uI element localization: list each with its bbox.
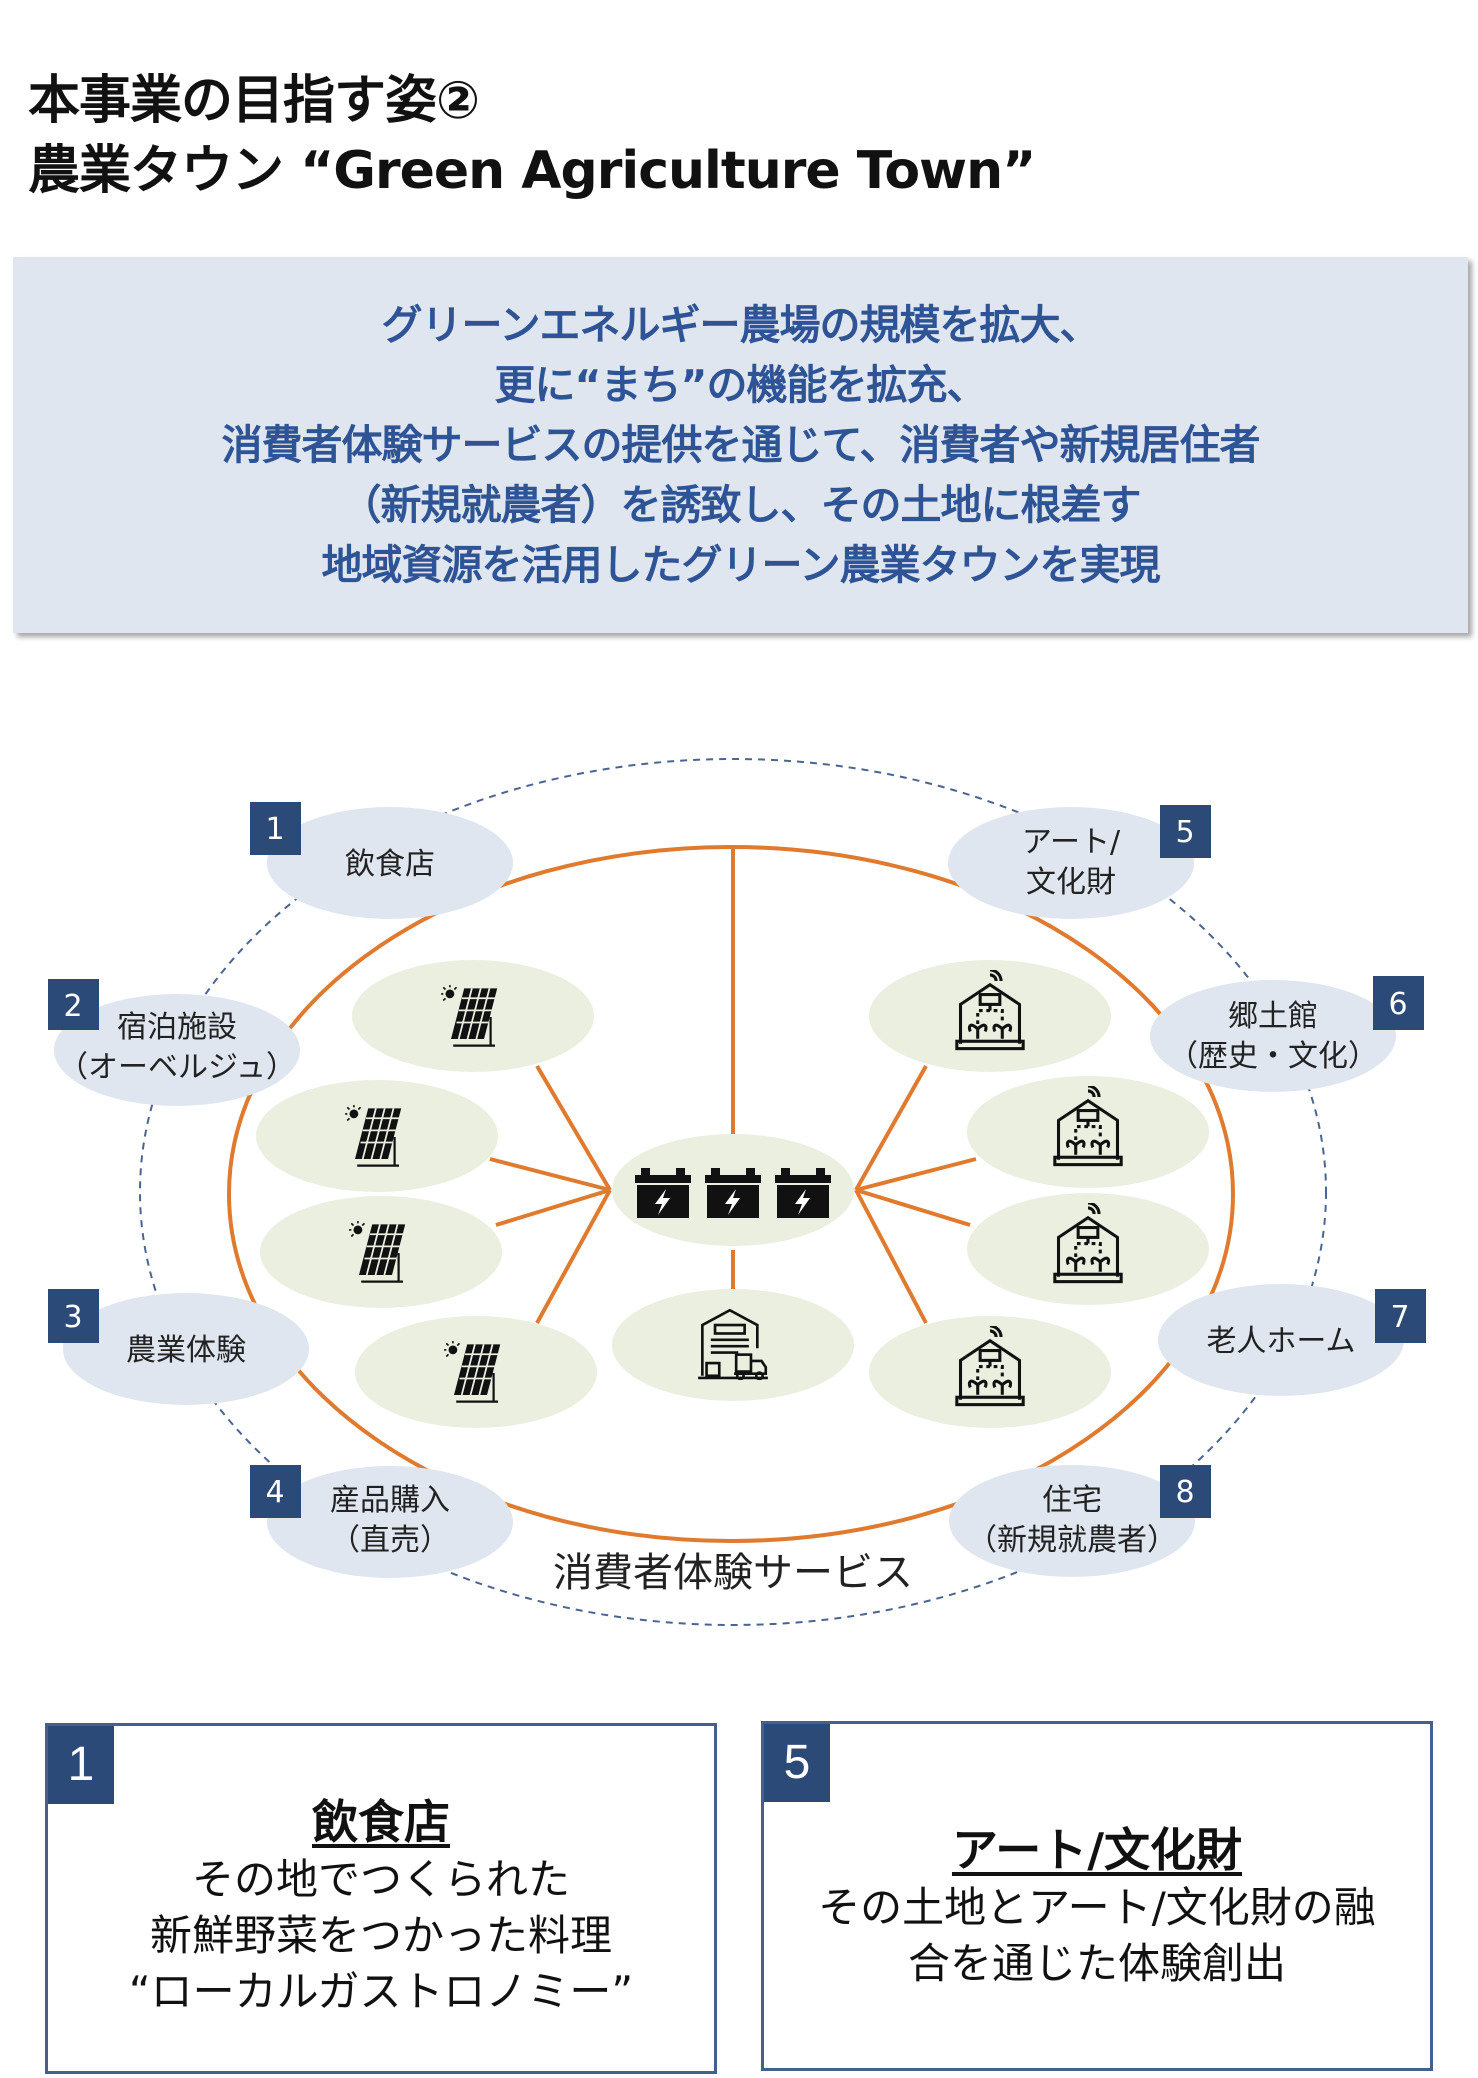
svg-text:飲食店: 飲食店 (345, 847, 435, 882)
svg-text:（直売）: （直売） (330, 1523, 450, 1558)
svg-text:文化財: 文化財 (1026, 865, 1116, 900)
solar-node (352, 960, 594, 1072)
svg-text:産品購入: 産品購入 (330, 1483, 450, 1518)
greenhouse-node (967, 1076, 1209, 1188)
outer-dashed-ring (139, 758, 1327, 1626)
service-1: 飲食店 1 (250, 802, 513, 919)
card-line: “ローカルガストロノミー” (128, 1967, 634, 2016)
battery-node (612, 1134, 854, 1246)
service-5: アート/ 文化財 5 (948, 805, 1211, 919)
solar-node (260, 1196, 502, 1308)
service-2: 宿泊施設 （オーベルジュ） 2 (48, 979, 300, 1106)
banner-line: 更に“まち”の機能を拡充、 (494, 361, 988, 409)
svg-text:宿泊施設: 宿泊施設 (117, 1010, 237, 1045)
banner-line: （新規就農者）を誘致し、その土地に根差す (340, 481, 1142, 529)
battery-icon (705, 1168, 761, 1218)
card-badge: 1 (48, 1726, 114, 1804)
detail-card-1: 1 飲食店 その地でつくられた 新鮮野菜をつかった料理 “ローカルガストロノミー… (45, 1723, 717, 2074)
detail-card-5: 5 アート/文化財 その土地とアート/文化財の融 合を通じた体験創出 (761, 1721, 1433, 2071)
svg-text:住宅: 住宅 (1042, 1483, 1102, 1518)
card-heading: アート/文化財 (951, 1823, 1243, 1877)
service-badge: 8 (1175, 1475, 1194, 1510)
service-8: 住宅 （新規就農者） 8 (949, 1465, 1211, 1577)
card-line: 新鮮野菜をつかった料理 (149, 1911, 612, 1960)
service-badge: 7 (1390, 1300, 1409, 1335)
service-badge: 5 (1175, 815, 1194, 850)
svg-text:郷土館: 郷土館 (1228, 999, 1318, 1034)
service-badge: 3 (63, 1300, 82, 1335)
svg-text:農業体験: 農業体験 (126, 1333, 246, 1368)
vision-banner: グリーンエネルギー農場の規模を拡大、 更に“まち”の機能を拡充、 消費者体験サー… (13, 257, 1468, 633)
service-6: 郷土館 （歴史・文化） 6 (1150, 976, 1424, 1092)
banner-line: グリーンエネルギー農場の規模を拡大、 (381, 301, 1101, 349)
greenhouse-node (869, 1316, 1111, 1428)
card-badge: 5 (764, 1724, 830, 1802)
svg-text:アート/: アート/ (1022, 825, 1121, 860)
svg-text:（新規就農者）: （新規就農者） (967, 1523, 1177, 1558)
service-3: 農業体験 3 (48, 1289, 309, 1405)
service-badge: 6 (1388, 987, 1407, 1022)
diagram-caption: 消費者体験サービス (553, 1550, 913, 1596)
svg-text:（歴史・文化）: （歴史・文化） (1168, 1039, 1378, 1074)
solar-node (256, 1080, 498, 1192)
warehouse-node (612, 1289, 854, 1401)
svg-text:（オーベルジュ）: （オーベルジュ） (58, 1050, 296, 1085)
solar-node (355, 1316, 597, 1428)
service-7: 老人ホーム 7 (1158, 1284, 1426, 1396)
page-title-line2: 農業タウン “Green Agriculture Town” (28, 141, 1036, 201)
greenhouse-node (869, 960, 1111, 1072)
greenhouse-node (967, 1193, 1209, 1305)
card-heading: 飲食店 (312, 1795, 450, 1849)
battery-icon (775, 1168, 831, 1218)
svg-text:老人ホーム: 老人ホーム (1206, 1324, 1355, 1359)
card-line: その土地とアート/文化財の融 (818, 1883, 1376, 1932)
page-title-line1: 本事業の目指す姿② (28, 71, 480, 131)
service-4: 産品購入 （直売） 4 (250, 1465, 513, 1578)
card-line: その地でつくられた (191, 1855, 570, 1904)
service-badge: 2 (63, 989, 82, 1024)
battery-icon (635, 1168, 691, 1218)
card-line: 合を通じた体験創出 (907, 1939, 1286, 1988)
banner-line: 消費者体験サービスの提供を通じて、消費者や新規居住者 (221, 421, 1261, 469)
service-badge: 1 (265, 812, 284, 847)
service-badge: 4 (265, 1475, 284, 1510)
banner-line: 地域資源を活用したグリーン農業タウンを実現 (321, 541, 1161, 589)
connector-lines (489, 847, 977, 1324)
